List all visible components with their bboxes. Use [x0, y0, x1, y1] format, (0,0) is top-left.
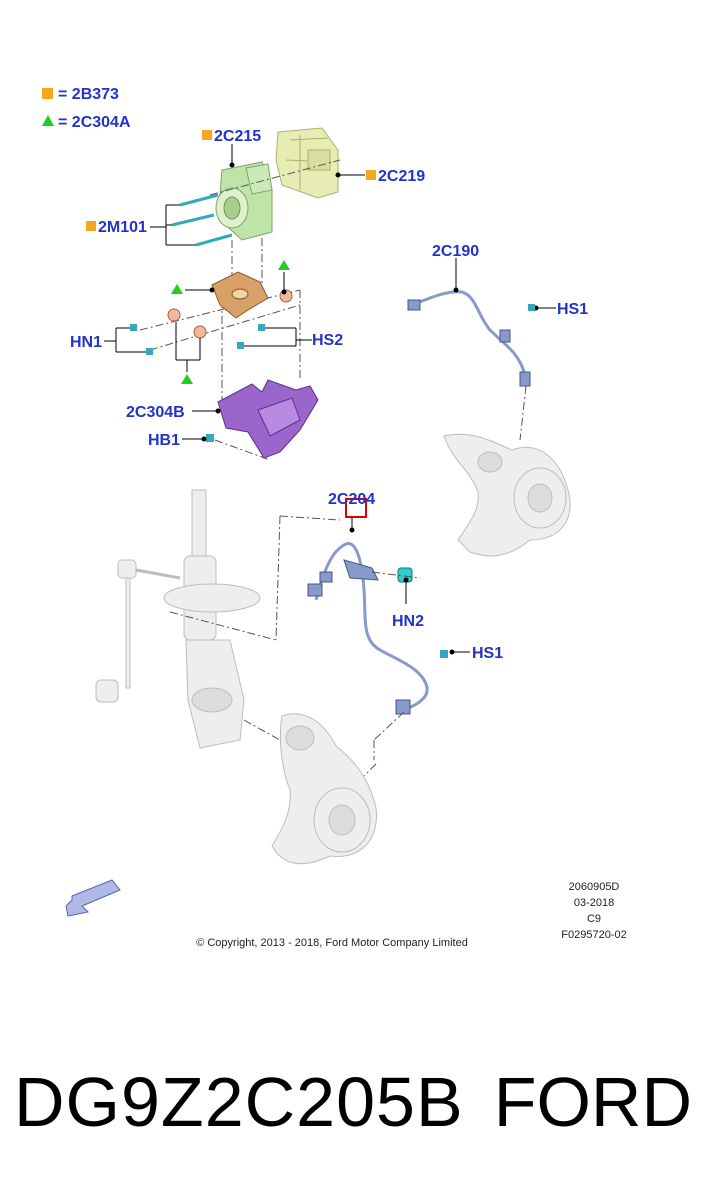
label-2c215[interactable]: 2C215 — [214, 128, 261, 145]
bracket-orange-illustration — [211, 271, 269, 319]
sensor-2c190-illustration — [411, 290, 528, 383]
bracket-purple-illustration — [217, 379, 319, 459]
knuckle-upper-illustration — [443, 433, 571, 557]
parts-diagram: = 2B373 = 2C304A — [42, 86, 627, 949]
label-hs2[interactable]: HS2 — [312, 332, 343, 349]
screw-hs1-top — [528, 304, 535, 311]
screw-hs1-bottom — [440, 650, 448, 658]
part-number-text: DG9Z2C205B — [14, 1063, 464, 1141]
label-hs1-top[interactable]: HS1 — [557, 301, 588, 318]
direction-arrow-icon — [65, 879, 121, 917]
leader-lines-mid — [104, 272, 312, 372]
highlight-box — [345, 498, 367, 518]
abs-module-illustration — [215, 161, 273, 241]
knuckle-lower-illustration — [271, 713, 377, 865]
strut-illustration — [163, 489, 261, 749]
label-2m101[interactable]: 2M101 — [98, 219, 147, 236]
label-2c304b[interactable]: 2C304B — [126, 404, 185, 421]
leader-lines-top — [150, 144, 365, 246]
label-hn1[interactable]: HN1 — [70, 334, 102, 351]
alignment-lines-top — [139, 159, 341, 461]
bolts-illustration — [171, 193, 233, 247]
square-marker-2c219 — [366, 170, 376, 180]
triangle-marker-2 — [278, 260, 290, 270]
triangle-marker-3 — [181, 374, 193, 384]
hcu-illustration — [275, 127, 339, 199]
label-2c204[interactable]: 2C204 — [328, 491, 375, 508]
leader-lines-lower — [182, 408, 221, 442]
copyright-text: © Copyright, 2013 - 2018, Ford Motor Com… — [196, 937, 468, 949]
legend-square-icon — [42, 88, 53, 99]
sensor-2c190-connectors — [407, 299, 531, 387]
label-2c190[interactable]: 2C190 — [432, 243, 479, 260]
meta-code-2: 03-2018 — [574, 897, 614, 909]
screws-illustration — [130, 324, 265, 442]
label-hs1-bottom[interactable]: HS1 — [472, 645, 503, 662]
meta-code-3: C9 — [587, 913, 601, 925]
label-2c219[interactable]: 2C219 — [378, 168, 425, 185]
sensor-2c204-parts — [307, 559, 411, 715]
leader-lines-2c204 — [349, 517, 470, 655]
leader-lines-2c190 — [453, 258, 556, 311]
square-marker-2c215 — [202, 130, 212, 140]
brand-text: FORD — [493, 1063, 692, 1141]
triangle-marker-1 — [171, 284, 183, 294]
label-hb1[interactable]: HB1 — [148, 432, 180, 449]
label-hn2[interactable]: HN2 — [392, 613, 424, 630]
square-marker-2m101 — [86, 221, 96, 231]
sensor-2c204-illustration — [314, 542, 429, 712]
legend-triangle-text: = 2C304A — [58, 114, 131, 131]
legend-square-text: = 2B373 — [58, 86, 119, 103]
upper-knuckle-axis — [519, 385, 527, 441]
meta-code-1: 2060905D — [569, 881, 620, 893]
stabilizer-link-illustration — [95, 559, 181, 703]
meta-code-4: F0295720-02 — [561, 929, 626, 941]
legend-triangle-icon — [42, 115, 54, 126]
